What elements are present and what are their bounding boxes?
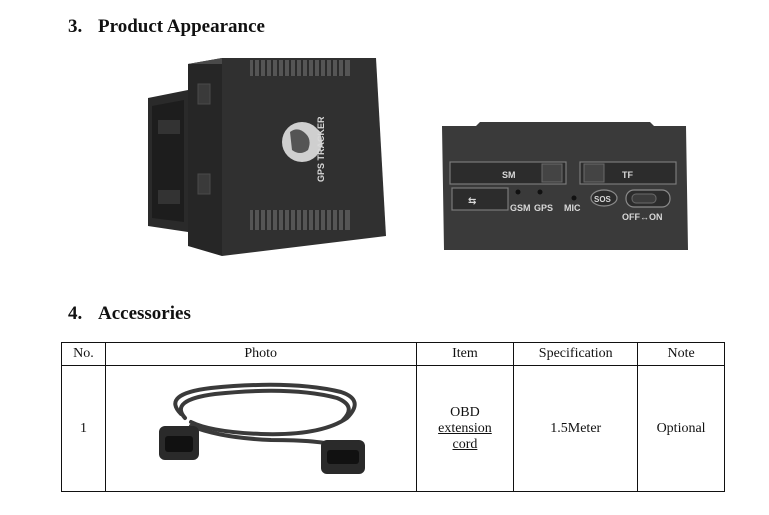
gsm-label: GSM — [510, 203, 531, 213]
accessories-table: No. Photo Item Specification Note 1 — [61, 342, 725, 492]
table-header-row: No. Photo Item Specification Note — [61, 342, 725, 366]
note-cell: Optional — [637, 365, 725, 492]
brand-label: GPS TRACKER — [316, 116, 326, 182]
section-number: 3. — [68, 16, 83, 37]
sim-slot-label: SM — [502, 170, 516, 180]
column-header-no: No. — [61, 342, 106, 366]
mic-hole-icon — [571, 195, 577, 201]
obd-extension-cord-photo — [158, 382, 365, 474]
column-header-specification: Specification — [513, 342, 639, 366]
gps-label: GPS — [534, 203, 553, 213]
column-header-note: Note — [637, 342, 725, 366]
item-line: extension — [438, 420, 492, 436]
row-number: 1 — [61, 365, 106, 492]
column-header-photo: Photo — [104, 342, 417, 366]
column-header-item: Item — [415, 342, 515, 366]
item-line: OBD — [450, 404, 480, 420]
section-heading-product-appearance: 3. Product Appearance — [68, 16, 265, 38]
section-number: 4. — [68, 303, 83, 324]
usb-icon: ⇆ — [468, 196, 476, 207]
item-cell: OBD extension cord — [415, 365, 515, 492]
section-title: Product Appearance — [98, 16, 265, 37]
sos-label: SOS — [594, 195, 612, 204]
item-line: cord — [452, 436, 478, 452]
section-title: Accessories — [98, 303, 191, 324]
gsm-led-icon — [515, 189, 521, 195]
tracker-device-photo-side: SM TF ⇆ GSM GPS MIC SOS OFF↔ON — [442, 122, 688, 250]
sos-button-icon — [590, 189, 618, 207]
gps-led-icon — [537, 189, 543, 195]
specification-cell: 1.5Meter — [513, 365, 639, 492]
tf-slot-label: TF — [622, 170, 633, 180]
tracker-device-photo-front: GPS TRACKER — [148, 58, 386, 256]
mic-label: MIC — [564, 203, 581, 213]
power-switch-label: OFF↔ON — [622, 212, 663, 222]
table-row: 1 OBD extension — [61, 365, 725, 492]
photo-cell — [104, 365, 417, 492]
section-heading-accessories: 4. Accessories — [68, 303, 191, 325]
